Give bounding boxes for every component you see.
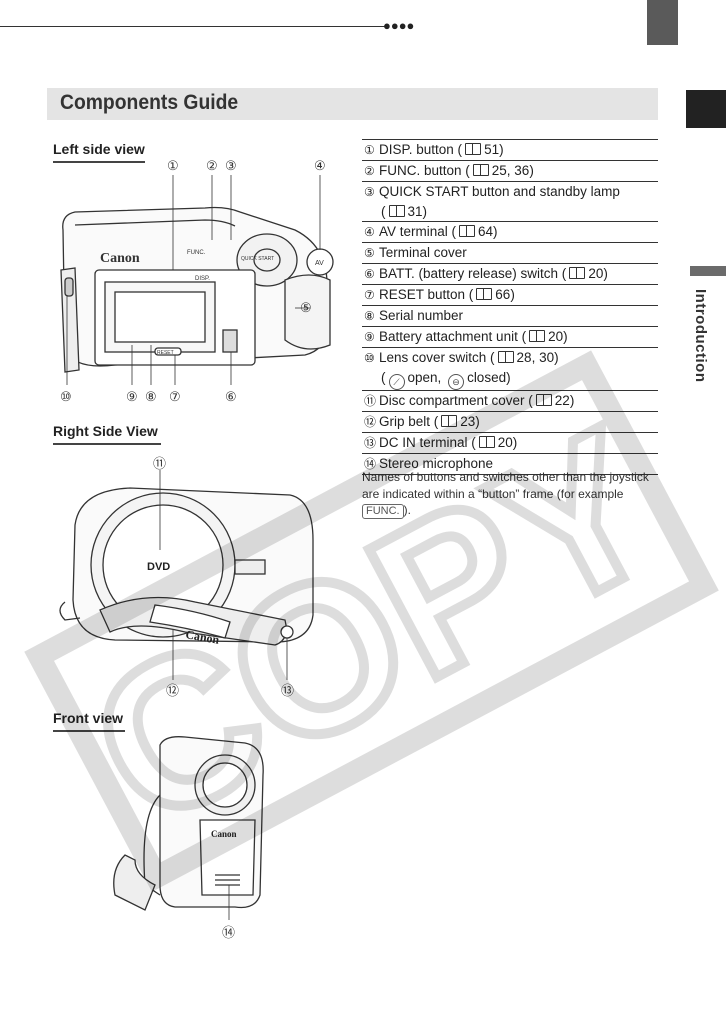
book-icon — [459, 225, 476, 237]
cam-av-label: AV — [315, 260, 324, 267]
callout-5: ⑤ — [300, 300, 312, 315]
callout-4: ④ — [314, 158, 326, 173]
callout-7: ⑦ — [169, 389, 181, 404]
front-camera-illustration: Canon — [113, 736, 264, 920]
top-dots: ●●●● — [383, 18, 415, 33]
right-dvd-logo: DVD — [147, 561, 170, 573]
func-button-frame: FUNC. — [362, 504, 404, 519]
left-brand-logo: Canon — [100, 251, 140, 266]
cam-quickstart-label: QUICK START — [241, 256, 274, 262]
page-title: Components Guide — [60, 91, 239, 114]
cam-reset-label: RESET — [157, 350, 174, 356]
cam-disp-label: DISP. — [195, 276, 210, 282]
callout-9: ⑨ — [126, 389, 138, 404]
left-side-camera-illustration: Canon FUNC. DISP. QUICK START AV RESET — [60, 175, 334, 385]
section-heading-left-side: Left side view — [53, 141, 145, 163]
section-heading-right-side: Right Side View — [53, 423, 161, 445]
title-band: Components Guide — [47, 88, 658, 120]
callout-14: ⑭ — [222, 925, 236, 940]
callout-2: ② — [206, 158, 218, 173]
book-icon — [569, 267, 586, 279]
chapter-tab-marker — [686, 90, 726, 128]
lens-open-icon: ⟋ — [388, 374, 405, 390]
callout-10: ⑩ — [60, 389, 72, 404]
right-brand-logo: Canon — [184, 627, 220, 647]
book-icon — [535, 394, 552, 406]
book-icon — [388, 205, 405, 217]
lens-closed-icon: ⊖ — [448, 374, 465, 390]
chapter-tab-small — [690, 266, 726, 276]
corner-tab — [647, 0, 678, 45]
section-heading-front: Front view — [53, 710, 126, 732]
callout-12: ⑫ — [166, 683, 180, 698]
note-paragraph: Names of buttons and switches other than… — [362, 470, 649, 519]
top-rule — [0, 26, 385, 27]
callout-11: ⑪ — [153, 456, 167, 471]
front-brand-logo: Canon — [211, 829, 237, 839]
book-icon — [476, 288, 493, 300]
book-icon — [465, 143, 482, 155]
right-side-camera-illustration: DVD Canon — [59, 470, 314, 680]
side-tab-label: Introduction — [692, 289, 709, 383]
callout-6: ⑥ — [225, 389, 237, 404]
book-icon — [497, 351, 514, 363]
cam-func-label: FUNC. — [187, 250, 206, 256]
book-icon — [441, 415, 458, 427]
book-icon — [529, 330, 546, 342]
callout-13: ⑬ — [281, 683, 295, 698]
book-icon — [478, 436, 495, 448]
callout-3: ③ — [225, 158, 237, 173]
book-icon — [472, 164, 489, 176]
callout-1: ① — [167, 158, 179, 173]
callout-8: ⑧ — [145, 389, 157, 404]
